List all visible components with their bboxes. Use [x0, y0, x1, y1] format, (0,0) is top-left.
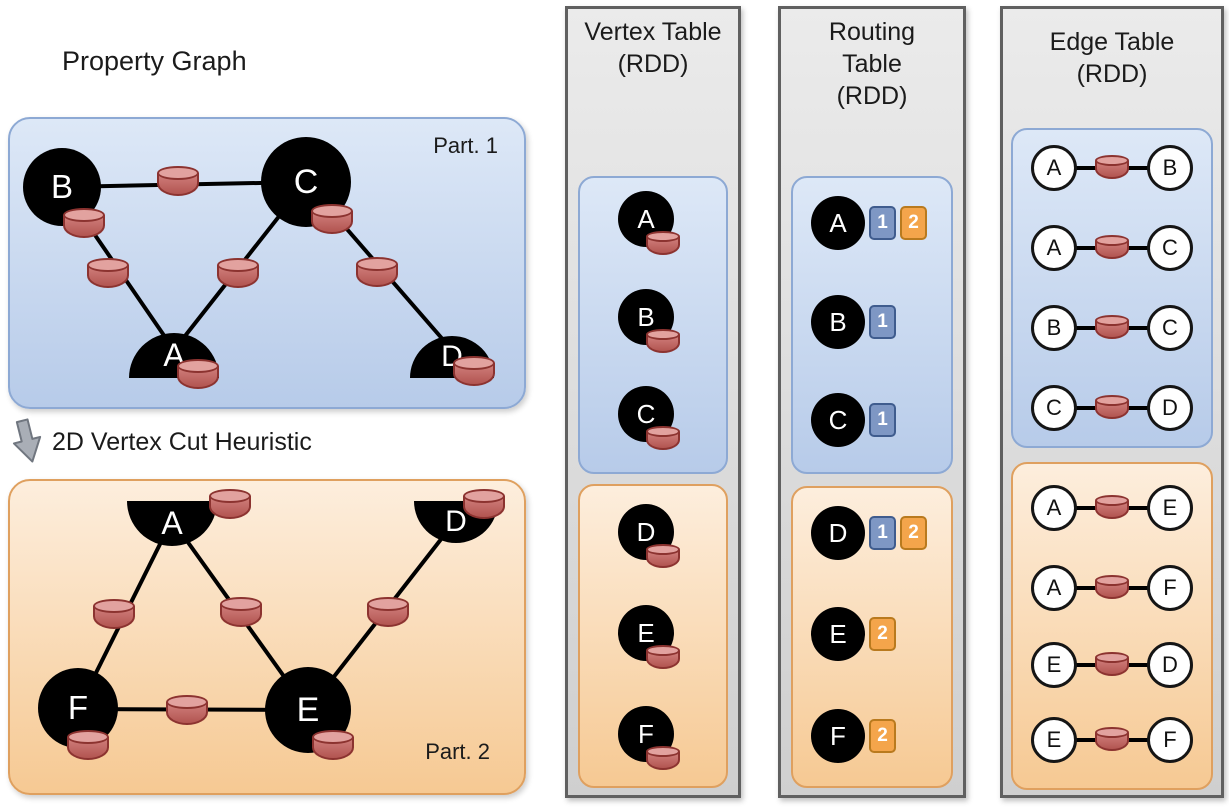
- edge-property-cylinder-icon: [1095, 575, 1129, 599]
- vertex-property-cylinder-icon: [312, 730, 354, 760]
- edge-table-title-line: Edge Table: [1049, 28, 1175, 56]
- edge-property-cylinder-icon: [1095, 652, 1129, 676]
- routing-vertex: E: [811, 607, 865, 661]
- edge-property-cylinder-icon: [93, 599, 135, 629]
- routing-partition-badge: 2: [900, 206, 927, 240]
- edge-table-row: C D: [1031, 385, 1193, 431]
- edge-dst-vertex: C: [1147, 305, 1193, 351]
- vertex-property-cylinder-icon: [646, 544, 680, 568]
- edge-table-title-line: (RDD): [1076, 60, 1148, 88]
- partition-1-label: Part. 1: [433, 133, 498, 158]
- vertex-cut-heuristic-label: 2D Vertex Cut Heuristic: [52, 428, 312, 456]
- edge-dst-vertex: F: [1147, 717, 1193, 763]
- property-graph-title: Property Graph: [62, 46, 247, 76]
- routing-partition-badge: 1: [869, 516, 896, 550]
- edge-dst-vertex: D: [1147, 385, 1193, 431]
- vertex-table-title-line: Vertex Table: [584, 18, 722, 46]
- edge-src-vertex: A: [1031, 225, 1077, 271]
- edge-property-cylinder-icon: [220, 597, 262, 627]
- edge-property-cylinder-icon: [367, 597, 409, 627]
- routing-table-row: A 1 2: [811, 196, 941, 250]
- routing-table-title-line: Table: [842, 50, 902, 78]
- edge-dst-vertex: F: [1147, 565, 1193, 611]
- routing-table-row: F 2: [811, 709, 941, 763]
- edge-property-cylinder-icon: [217, 258, 259, 288]
- edge-table-row: A C: [1031, 225, 1193, 271]
- edge-table-row: A B: [1031, 145, 1193, 191]
- edge-property-cylinder-icon: [1095, 727, 1129, 751]
- vertex-property-cylinder-icon: [646, 231, 680, 255]
- edge-table-row: A F: [1031, 565, 1193, 611]
- edge-property-cylinder-icon: [1095, 315, 1129, 339]
- vertex-property-cylinder-icon: [646, 746, 680, 770]
- vertex-table-entry: F: [618, 706, 680, 770]
- routing-partition-badge: 1: [869, 206, 896, 240]
- edge-dst-vertex: D: [1147, 642, 1193, 688]
- edge-dst-vertex: C: [1147, 225, 1193, 271]
- vertex-property-cylinder-icon: [646, 426, 680, 450]
- vertex-property-cylinder-icon: [67, 730, 109, 760]
- edge-property-cylinder-icon: [1095, 495, 1129, 519]
- routing-partition-badge: 1: [869, 403, 896, 437]
- routing-partition-badge: 2: [900, 516, 927, 550]
- edge-dst-vertex: B: [1147, 145, 1193, 191]
- edge-property-cylinder-icon: [166, 695, 208, 725]
- edge-property-cylinder-icon: [87, 258, 129, 288]
- vertex-table-entry: E: [618, 605, 680, 669]
- edge-table-title: Edge Table (RDD): [1000, 26, 1224, 90]
- edge-src-vertex: E: [1031, 717, 1077, 763]
- vertex-property-cylinder-icon: [63, 208, 105, 238]
- vertex-table-title-line: (RDD): [617, 50, 689, 78]
- routing-table-row: E 2: [811, 607, 941, 661]
- routing-vertex: D: [811, 506, 865, 560]
- edge-property-cylinder-icon: [157, 166, 199, 196]
- vertex-property-cylinder-icon: [646, 329, 680, 353]
- vertex-table-entry: C: [618, 386, 680, 450]
- edge-property-cylinder-icon: [1095, 395, 1129, 419]
- routing-vertex: B: [811, 295, 865, 349]
- edge-property-cylinder-icon: [356, 257, 398, 287]
- edge-src-vertex: B: [1031, 305, 1077, 351]
- routing-table-title-line: Routing: [828, 18, 916, 46]
- edge-property-cylinder-icon: [1095, 235, 1129, 259]
- routing-table-title-line: (RDD): [836, 82, 908, 110]
- vertex-table-entry: B: [618, 289, 680, 353]
- routing-vertex: C: [811, 393, 865, 447]
- routing-table-row: D 1 2: [811, 506, 941, 560]
- edge-table-row: B C: [1031, 305, 1193, 351]
- edge-table-row: E D: [1031, 642, 1193, 688]
- edge-src-vertex: A: [1031, 565, 1077, 611]
- routing-vertex: A: [811, 196, 865, 250]
- routing-table-row: B 1: [811, 295, 941, 349]
- edge-table-row: E F: [1031, 717, 1193, 763]
- vertex-property-cylinder-icon: [311, 204, 353, 234]
- edge-src-vertex: C: [1031, 385, 1077, 431]
- routing-partition-badge: 2: [869, 617, 896, 651]
- edge-src-vertex: E: [1031, 642, 1077, 688]
- routing-table-row: C 1: [811, 393, 941, 447]
- edge-src-vertex: A: [1031, 485, 1077, 531]
- routing-partition-badge: 1: [869, 305, 896, 339]
- edge-property-cylinder-icon: [1095, 155, 1129, 179]
- routing-partition-badge: 2: [869, 719, 896, 753]
- vertex-property-cylinder-icon: [453, 356, 495, 386]
- vertex-table-entry: D: [618, 504, 680, 568]
- partition-2-label: Part. 2: [425, 739, 490, 764]
- routing-table-title: Routing Table (RDD): [778, 16, 966, 112]
- edge-table-row: A E: [1031, 485, 1193, 531]
- vertex-property-cylinder-icon: [646, 645, 680, 669]
- vertex-table-title: Vertex Table (RDD): [565, 16, 741, 80]
- vertex-cut-arrow-icon: [12, 418, 42, 463]
- edge-dst-vertex: E: [1147, 485, 1193, 531]
- edge-src-vertex: A: [1031, 145, 1077, 191]
- routing-vertex: F: [811, 709, 865, 763]
- vertex-property-cylinder-icon: [463, 489, 505, 519]
- vertex-property-cylinder-icon: [177, 359, 219, 389]
- vertex-table-entry: A: [618, 191, 680, 255]
- vertex-property-cylinder-icon: [209, 489, 251, 519]
